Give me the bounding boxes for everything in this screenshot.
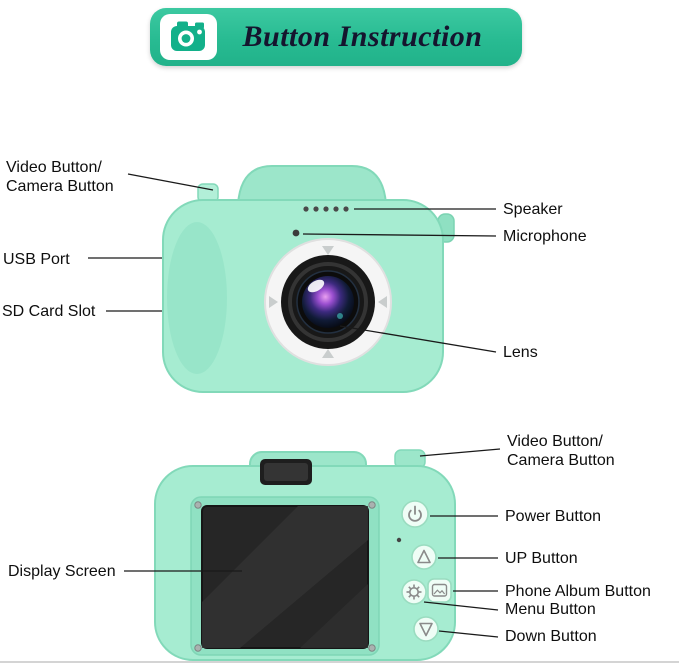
label-speaker: Speaker	[503, 201, 563, 218]
label-menu-button: Menu Button	[505, 601, 596, 618]
front-top-hump	[236, 165, 388, 205]
leader-lens	[339, 325, 497, 353]
menu-button-illustration	[401, 579, 427, 605]
label-back-video-camera-button: Video Button/ Camera Button	[507, 432, 615, 470]
power-button-illustration	[401, 500, 429, 528]
photo-icon	[431, 583, 448, 597]
down-button-illustration	[413, 616, 439, 642]
label-line: Camera Button	[6, 178, 114, 195]
label-down-button: Down Button	[505, 628, 597, 645]
viewfinder	[260, 459, 312, 485]
leader-microphone	[302, 233, 497, 237]
header-banner: Button Instruction	[150, 8, 522, 66]
label-display-screen: Display Screen	[8, 563, 116, 580]
bezel-screws	[194, 501, 376, 652]
label-power-button: Power Button	[505, 508, 602, 525]
leader-menu-button	[423, 601, 499, 611]
label-usb-port: USB Port	[3, 251, 70, 268]
label-line: Camera Button	[507, 452, 615, 469]
leader-down-button	[438, 630, 499, 638]
speaker-dots	[303, 206, 349, 212]
lens-ring-marks	[269, 246, 387, 358]
page-title: Button Instruction	[242, 20, 483, 53]
display-screen-illustration	[201, 505, 369, 649]
leader-lines	[88, 173, 501, 638]
microphone-dot	[292, 229, 300, 237]
gear-icon	[406, 584, 422, 600]
lens-illustration	[264, 238, 392, 366]
label-lens: Lens	[503, 344, 538, 361]
label-phone-album-button: Phone Album Button	[505, 583, 651, 600]
label-up-button: UP Button	[505, 550, 578, 567]
label-sd-card-slot: SD Card Slot	[2, 303, 96, 320]
front-grip-shade	[167, 222, 227, 374]
label-line: Video Button/	[6, 159, 102, 176]
lens-glare	[307, 279, 325, 293]
label-microphone: Microphone	[503, 228, 587, 245]
album-button-illustration	[427, 578, 452, 603]
up-button-illustration	[411, 544, 437, 570]
leader-back-video-button	[419, 448, 501, 457]
label-front-video-camera-button: Video Button/ Camera Button	[6, 158, 114, 196]
leader-front-video-button	[127, 173, 214, 191]
bottom-border	[0, 661, 679, 663]
label-line: Video Button/	[507, 433, 603, 450]
camera-icon	[160, 14, 217, 60]
indicator-dot	[396, 537, 402, 543]
camera-front-illustration	[162, 165, 455, 393]
camera-back-illustration	[154, 449, 456, 661]
